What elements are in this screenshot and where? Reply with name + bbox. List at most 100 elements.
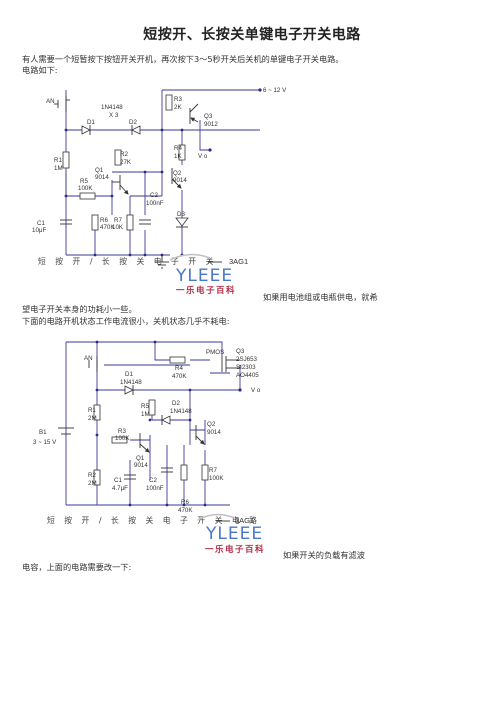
page-title: 短按开、长按关单键电子开关电路 [143,27,361,43]
c1-label-r4v: 1K [174,153,182,160]
c1-label-r4: R4 [174,145,182,152]
c2-label-r3v: 100K [115,435,130,442]
c2-tag: 3AG1 [235,516,254,525]
end-line-1: 如果开关的负载有滤波 [283,550,365,560]
c1-label-q1: Q1 [95,167,104,174]
c1-label-an: AN [46,98,55,105]
transistor-q3 [189,103,199,124]
transistor-q2-2 [195,425,205,445]
c1-label-r2v: 27K [120,159,132,166]
diode-d1 [81,125,91,135]
c2-label-an: AN [84,355,93,362]
c2-label-c1: C1 [114,477,122,484]
c1-label-r6: R6 [100,217,108,224]
logo-1-mark: YLEEE [175,266,233,286]
resistor-r7-2 [201,464,209,481]
c1-tag: 3AG1 [229,257,248,266]
c1-label-q2v: 9014 [173,177,187,184]
c2-label-d1v: 1N4148 [120,379,142,386]
c1-label-q3v: 9012 [204,121,218,128]
c2-label-q2v: 9014 [207,429,221,436]
intro-line-1: 有人需要一个短暂按下按钮开关开机，再次按下3～5秒开关后关机的单键电子开关电路。 [22,54,344,64]
c1-label-d1: 1N4148 [101,104,123,111]
resistor-r6-2 [180,464,188,481]
c1-label-r5v: 100K [78,185,93,192]
c1-label-c2: C2 [150,192,158,199]
c1-label-x3: X 3 [109,112,119,119]
mid-line-1: 如果用电池组或电瓶供电，就希 [263,292,378,302]
c2-label-c1v: 4.7μF [112,485,128,492]
ground-symbol [155,255,169,269]
c2-label-r5: R5 [141,403,149,410]
resistor-r3-2 [111,436,128,444]
diode-d1-2 [124,385,134,395]
resistor-r2 [114,149,122,166]
c2-label-q3a: 2SJ653 [236,356,258,363]
diode-d2-2 [161,415,171,425]
c1-label-r6v: 470K [100,224,115,231]
logo-2-mark: YLEEE [205,524,263,544]
c2-label-q1: Q1 [136,455,145,462]
c1-label-r3v: 2K [174,104,182,111]
c1-label-c1v: 10μF [32,227,46,234]
c2-label-r4: R4 [175,365,183,372]
c2-label-d1: D1 [125,371,133,378]
logo-1: YLEEE 一乐电子百科 [169,253,236,296]
mid-line-3: 下面的电路开机状态工作电流很小，关机状态几乎不耗电: [22,316,230,326]
resistor-r7 [126,214,134,231]
c2-label-r1v: 2M [88,415,97,422]
c2-label-r2v: 2M [88,480,97,487]
c2-label-vo: V o [251,387,261,394]
c2-label-r5v: 1M [141,411,150,418]
circuit-1: AN 1N4148 X 3 D1 D2 R3 2K 6 ~ 12 V Q3 90… [32,87,287,269]
c1-caption: 短 按 开 / 长 按 关 电 子 开 关 [38,256,217,266]
logo-2: YLEEE 一乐电子百科 [197,513,265,555]
c1-label-r7v: 10K [112,224,124,231]
c1-label-r7: R7 [114,217,122,224]
logo-1-subtitle: 一乐电子百科 [176,285,236,296]
diode-d2 [131,125,141,135]
c2-label-q1v: 9014 [134,462,148,469]
resistor-r3 [165,94,173,111]
switch-an [54,96,67,112]
c2-label-q2: Q2 [207,421,216,428]
capacitor-c2-2 [161,467,173,473]
c1-label-vo: V o [198,153,208,160]
battery-b1 [58,427,74,435]
transistor-q1 [112,175,129,195]
c2-label-b1v: 3 ~ 15 V [33,439,57,446]
c1-label-r5: R5 [80,178,88,185]
resistor-r4-2 [169,356,186,364]
c1-label-d1n: D1 [87,119,95,126]
c1-label-c2v: 100nF [146,200,164,207]
transistor-q1-2 [139,433,150,453]
c2-label-q3c: AO4405 [236,372,259,379]
c2-label-d2: D2 [172,400,180,407]
c1-label-d3: D3 [177,211,185,218]
resistor-r4 [178,144,186,161]
transistor-q2 [171,168,182,189]
switch-an-2 [88,356,98,372]
c2-label-r1: R1 [88,407,96,414]
intro-line-2: 电路如下: [22,65,58,75]
c1-label-r1v: 1M [54,165,63,172]
circuit-2: PMOS AN Q3 2SJ653 SI2303 AO4405 R4 470K … [33,340,261,525]
c1-label-q1v: 9014 [95,174,109,181]
c1-label-d2n: D2 [129,119,137,126]
c2-label-c2v: 100nF [146,485,164,492]
c2-label-r6v: 470K [178,507,193,514]
logo-2-subtitle: 一乐电子百科 [205,544,265,555]
resistor-r1 [62,151,70,169]
capacitor-c2 [139,219,151,225]
c2-label-r7: R7 [209,467,217,474]
c1-label-c1: C1 [37,220,45,227]
c2-label-r2: R2 [88,472,96,479]
c2-label-r6: R6 [181,499,189,506]
c2-label-b1: B1 [39,429,47,436]
c1-label-q3: Q3 [204,113,213,120]
c1-label-r2: R2 [120,151,128,158]
resistor-r2-2 [93,469,101,486]
resistor-r5 [79,192,96,200]
c2-label-q3: Q3 [236,348,245,355]
resistor-r1-2 [93,404,101,421]
